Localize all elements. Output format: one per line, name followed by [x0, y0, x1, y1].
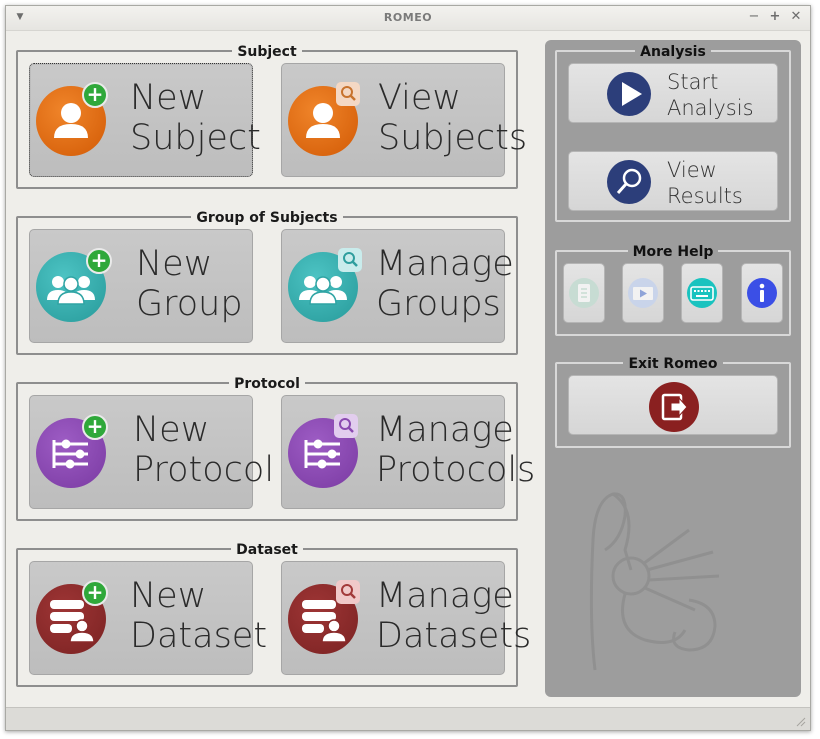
add-badge-icon: + [82, 82, 108, 108]
analysis-group-title: Analysis [635, 44, 711, 60]
add-badge-icon: + [82, 414, 108, 440]
group-section-title: Group of Subjects [191, 210, 343, 226]
search-badge-icon [336, 580, 360, 604]
button-label-line2: Protocol [133, 450, 275, 490]
title-bar: ▼ ROMEO − + ✕ [6, 6, 810, 31]
new-group-button[interactable]: + New Group [29, 229, 253, 343]
subject-group: Subject + New Subject View Subjects [16, 44, 527, 189]
protocol-group-title: Protocol [229, 376, 305, 392]
button-label-line1: Manage [376, 410, 514, 450]
video-tutorial-button[interactable] [622, 263, 664, 323]
more-help-group: More Help [555, 244, 791, 336]
group-of-subjects-group: Group of Subjects + New Group [16, 210, 518, 355]
button-label-line1: New [136, 244, 213, 284]
button-label-line2: Subject [130, 118, 261, 158]
search-badge-icon [334, 414, 358, 438]
document-icon [569, 278, 599, 308]
button-label-line1: Manage [376, 244, 514, 284]
more-help-group-title: More Help [627, 244, 719, 260]
right-panel: Analysis Start Analysis View [545, 40, 801, 697]
button-label-line2: Datasets [376, 616, 532, 656]
about-button[interactable] [741, 263, 783, 323]
button-label-line2: Subjects [378, 118, 528, 158]
button-label-line1: New [130, 78, 207, 118]
exit-button[interactable] [568, 375, 778, 435]
subject-group-title: Subject [232, 44, 302, 60]
button-label-line1: Start [667, 70, 719, 94]
exit-group-title: Exit Romeo [623, 356, 723, 372]
minimize-icon[interactable]: − [748, 9, 760, 24]
manage-groups-button[interactable]: Manage Groups [281, 229, 514, 343]
button-label-line2: Analysis [667, 96, 754, 120]
new-protocol-button[interactable]: + New Protocol [29, 395, 274, 509]
add-badge-icon: + [82, 580, 108, 606]
protocol-icon [36, 418, 106, 488]
button-label-line1: View [378, 78, 462, 118]
exit-icon [649, 382, 699, 432]
resize-grip-icon[interactable] [794, 715, 806, 727]
keyboard-icon [687, 278, 717, 308]
button-label-line2: Protocols [376, 450, 536, 490]
exit-romeo-group: Exit Romeo [555, 356, 791, 448]
start-analysis-button[interactable]: Start Analysis [568, 63, 778, 123]
button-label-line1: Manage [376, 576, 514, 616]
video-icon [628, 278, 658, 308]
main-window: ▼ ROMEO − + ✕ Subject + New Subject [5, 5, 811, 731]
window-title: ROMEO [383, 11, 433, 24]
search-badge-icon [338, 248, 362, 272]
button-label-line1: New [130, 576, 207, 616]
window-menu-icon[interactable]: ▼ [16, 12, 24, 22]
new-dataset-button[interactable]: + New Dataset [29, 561, 267, 675]
magnifier-icon [607, 160, 651, 204]
manage-protocols-button[interactable]: Manage Protocols [281, 395, 535, 509]
button-label-line2: Dataset [130, 616, 268, 656]
search-badge-icon [336, 82, 360, 106]
button-label-line2: Results [667, 184, 743, 208]
status-bar [6, 707, 810, 730]
button-label-line2: Groups [376, 284, 501, 324]
analysis-group: Analysis Start Analysis View [555, 44, 791, 222]
new-subject-button[interactable]: + New Subject [29, 63, 261, 177]
keyboard-shortcuts-button[interactable] [681, 263, 723, 323]
dataset-group-title: Dataset [231, 542, 303, 558]
play-icon [607, 72, 651, 116]
view-subjects-button[interactable]: View Subjects [281, 63, 527, 177]
button-label-line1: New [133, 410, 210, 450]
view-results-button[interactable]: View Results [568, 151, 778, 211]
close-icon[interactable]: ✕ [790, 9, 802, 24]
manage-datasets-button[interactable]: Manage Datasets [281, 561, 531, 675]
romeo-logo-watermark [589, 492, 720, 671]
group-icon [288, 252, 358, 322]
button-label-line1: View [667, 158, 717, 182]
info-icon [747, 278, 777, 308]
add-badge-icon: + [86, 248, 112, 274]
button-label-line2: Group [136, 284, 243, 324]
protocol-group: Protocol + New Protocol [16, 376, 535, 521]
documentation-button[interactable] [563, 263, 605, 323]
maximize-icon[interactable]: + [769, 9, 781, 24]
dataset-group: Dataset + New Dataset [16, 542, 531, 687]
